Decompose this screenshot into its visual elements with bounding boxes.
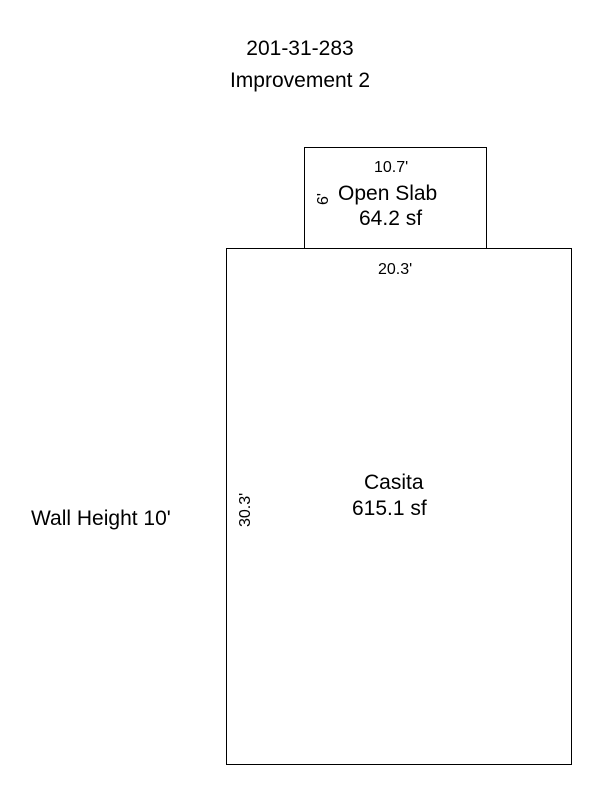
casita-area: 615.1 sf: [352, 497, 427, 520]
wall-height-note: Wall Height 10': [31, 507, 171, 530]
casita-width-dimension: 20.3': [378, 261, 413, 278]
open-slab-width-dimension: 10.7': [374, 159, 409, 176]
open-slab-area: 64.2 sf: [359, 207, 423, 230]
open-slab-name: Open Slab: [338, 182, 438, 205]
casita-outline: [226, 248, 572, 765]
improvement-label: Improvement 2: [229, 69, 371, 92]
casita-name: Casita: [364, 471, 424, 494]
parcel-id: 201-31-283: [246, 37, 354, 60]
open-slab-depth-dimension: 6': [315, 193, 332, 205]
casita-depth-dimension: 30.3': [237, 492, 254, 527]
